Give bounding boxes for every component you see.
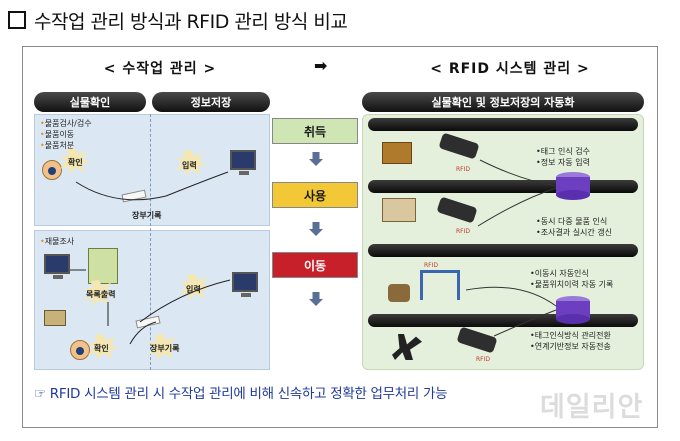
down-arrow-icon [309, 292, 323, 306]
checkbox-square-icon [8, 11, 26, 29]
computer-monitor-icon [232, 272, 258, 297]
list-item: •정보 자동 입력 [536, 158, 590, 167]
computer-monitor-icon [230, 150, 256, 175]
list-item: •재물조사 [40, 237, 75, 246]
group-3-text: •이동시 자동인식 •물품위치이력 자동 기록 [530, 268, 613, 290]
tab-info-storage: 정보저장 [152, 92, 270, 112]
ledger-label: 장부기록 [150, 344, 180, 353]
right-arrow-icon: ➡ [314, 56, 328, 75]
list-item: •물품검사/검수 [40, 119, 92, 128]
list-item: •태그 인식 검수 [536, 147, 590, 156]
list-item: •이동시 자동인식 [530, 269, 589, 278]
cart-icon [388, 284, 410, 302]
confirm-label: 확인 [94, 344, 109, 353]
left-divider [150, 114, 151, 370]
flow-arrows [70, 269, 231, 345]
ledger-label: 장부기록 [132, 211, 162, 220]
left-heading: < 수작업 관리 > [103, 61, 217, 77]
down-arrow-icon [309, 222, 323, 236]
confirm-label: 확인 [68, 158, 83, 167]
list-item: •물품위치이력 자동 기록 [530, 280, 614, 289]
left-top-panel [34, 114, 270, 226]
list-item: •물품처분 [40, 141, 75, 150]
left-top-list: •물품검사/검수 •물품이동 •물품처분 [40, 118, 92, 151]
input-label: 입력 [182, 161, 197, 170]
worker-face-icon [42, 160, 62, 180]
rfid-gate-icon [420, 270, 460, 300]
step-move: 이동 [272, 252, 358, 278]
group-bar [368, 118, 638, 131]
printer-icon [88, 248, 118, 284]
list-item: •태그인식방식 관리전환 [530, 331, 611, 340]
list-item: •연계기반정보 자동전송 [530, 342, 611, 351]
tab-physical-check: 실물확인 [34, 92, 146, 112]
down-arrow-icon [309, 152, 323, 166]
group-4-text: •태그인식방식 관리전환 •연계기반정보 자동전송 [530, 330, 611, 352]
title-row: 수작업 관리 방식과 RFID 관리 방식 비교 [8, 6, 348, 34]
tab-automation: 실물확인 및 정보저장의 자동화 [362, 92, 644, 112]
right-flow-lines [465, 159, 557, 337]
list-item: •조사결과 실시간 갱신 [536, 228, 613, 237]
flow-arrows [75, 171, 229, 201]
worker-face-icon [70, 340, 90, 360]
rfid-label: RFID [476, 356, 491, 363]
computer-monitor-icon [44, 254, 70, 279]
rfid-label: RFID [456, 228, 471, 235]
input-label: 입력 [186, 285, 201, 294]
rfid-label: RFID [424, 262, 439, 269]
print-label: 목록출력 [86, 290, 116, 299]
rfid-label: RFID [456, 166, 471, 173]
database-icon [556, 172, 590, 200]
watermark-logo: 데일리안 [540, 392, 644, 423]
list-item: •물품이동 [40, 130, 75, 139]
step-acquire: 취득 [272, 118, 358, 144]
group-bar [368, 244, 638, 257]
group-2-text: •동시 다중 물품 인식 •조사결과 실시간 갱신 [536, 216, 612, 238]
desk-worker-icon [382, 198, 416, 222]
footer-note: ☞ RFID 시스템 관리 시 수작업 관리에 비해 신속하고 정확한 업무처리… [34, 386, 448, 402]
page-title: 수작업 관리 방식과 RFID 관리 방식 비교 [34, 10, 348, 33]
group-1-text: •태그 인식 검수 •정보 자동 입력 [536, 146, 590, 168]
desk-icon [44, 310, 66, 326]
step-use: 사용 [272, 182, 358, 208]
database-icon [556, 296, 590, 324]
left-bottom-list: •재물조사 [40, 236, 74, 247]
right-heading: < RFID 시스템 관리 > [430, 61, 590, 77]
list-item: •동시 다중 물품 인식 [536, 217, 608, 226]
box-icon [382, 142, 412, 164]
